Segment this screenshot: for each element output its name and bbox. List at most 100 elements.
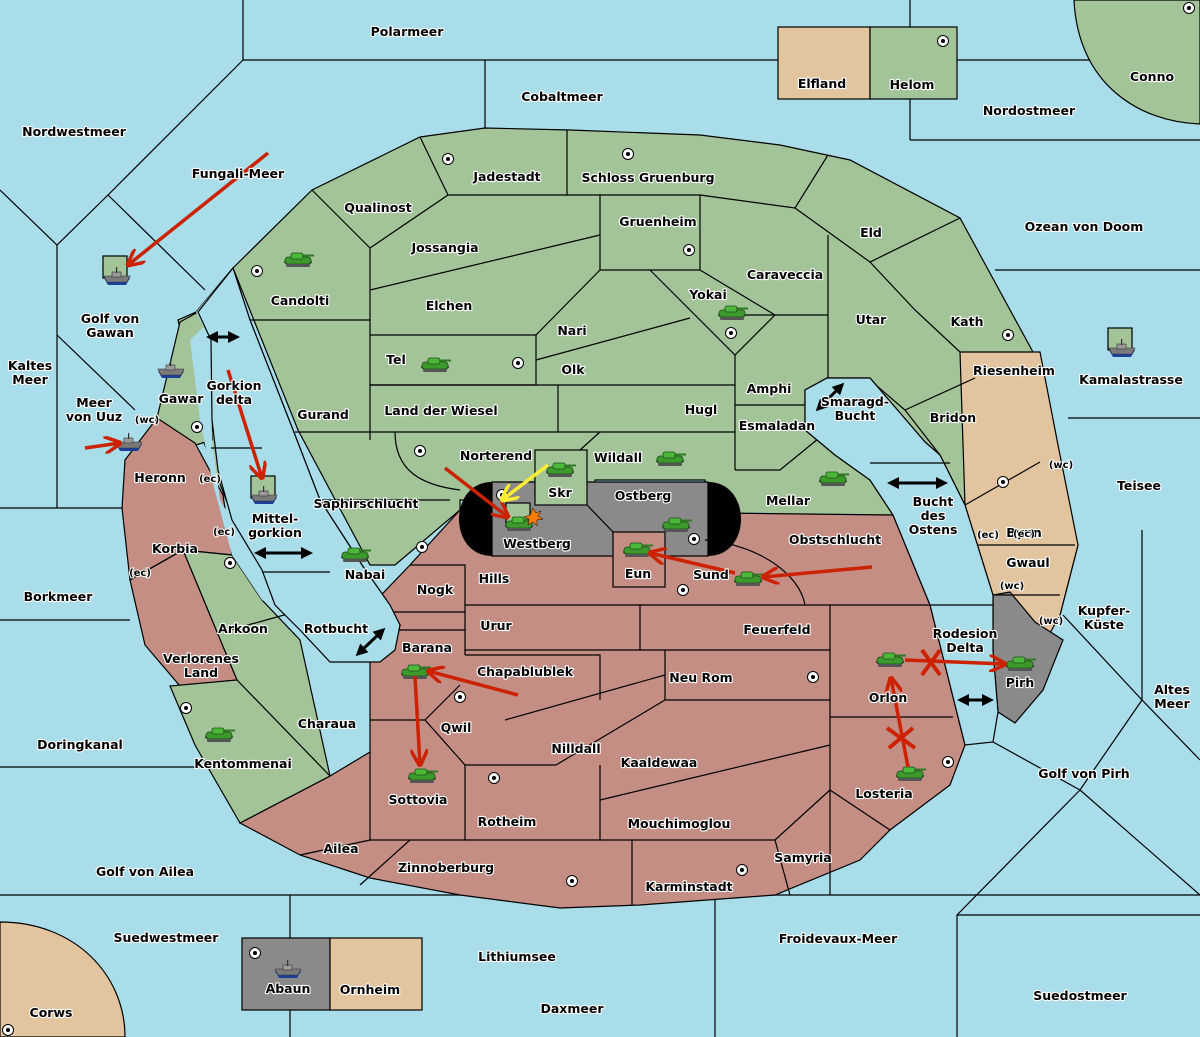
territory-label: Mellar — [766, 493, 811, 508]
territory-label: Gawar — [159, 391, 205, 406]
sea-label: Suedostmeer — [1033, 988, 1127, 1003]
territory-label: Norterend — [460, 448, 532, 463]
territory-elfland[interactable] — [777, 26, 871, 100]
sea-label: Golf von Ailea — [96, 864, 194, 879]
territory-label: Caraveccia — [747, 267, 823, 282]
sea-label: Cobaltmeer — [521, 89, 603, 104]
coast-label: (ec) — [1013, 529, 1035, 540]
supply-center-icon — [566, 875, 578, 887]
territory-label: Jadestadt — [472, 169, 540, 184]
sea-label: Polarmeer — [371, 24, 445, 39]
supply-center-icon — [1183, 2, 1195, 14]
order-arrow-move-failed — [891, 678, 910, 768]
territory-label: Westberg — [503, 536, 571, 551]
territory-ornheim[interactable] — [329, 937, 423, 1011]
territory-label: Ostberg — [615, 488, 672, 503]
supply-center-icon — [414, 445, 426, 457]
sea-gorkion-river[interactable] — [197, 266, 401, 663]
territory-label: Eun — [625, 566, 651, 581]
supply-center-icon — [249, 947, 261, 959]
territory-skr[interactable] — [534, 449, 588, 506]
supply-center-icon — [997, 476, 1009, 488]
order-arrow-support — [502, 463, 550, 500]
sea-label: Teisee — [1117, 478, 1161, 493]
sea-label: Golf von Pirh — [1038, 766, 1129, 781]
territory-label: Skr — [548, 485, 572, 500]
land-borders — [129, 130, 1075, 905]
territory-label: Urur — [480, 618, 512, 633]
sea-label: Daxmeer — [540, 1001, 604, 1016]
territory-label: Sund — [693, 567, 729, 582]
territory-corws[interactable] — [0, 921, 126, 1037]
supply-center-icon — [488, 772, 500, 784]
coast-label: (ec) — [199, 474, 221, 485]
failed-markers — [885, 648, 942, 750]
inner-sea-gorkion — [190, 268, 385, 660]
territory-label: Elfland — [798, 76, 846, 91]
territory-label: Ailea — [323, 841, 358, 856]
territory-label: Nilldall — [551, 741, 600, 756]
failed-x-icon — [885, 726, 917, 750]
order-arrow-move — [428, 671, 519, 697]
convoy-link — [815, 382, 845, 412]
sea-label: Borkmeer — [24, 589, 94, 604]
sea-label: Ozean von Doom — [1025, 219, 1144, 234]
coast-label: (wc) — [135, 415, 159, 426]
supply-center-icon — [942, 756, 954, 768]
territory-label: Jossangia — [410, 240, 478, 255]
territory-label: Heronn — [134, 470, 186, 485]
supply-center-icon — [736, 864, 748, 876]
territory-label: Zinnoberburg — [398, 860, 494, 875]
order-arrow-move — [128, 151, 270, 265]
supply-center-icon — [224, 557, 236, 569]
coast-label: (ec) — [213, 527, 235, 538]
convoy-link — [355, 627, 386, 657]
supply-center-icon — [1002, 329, 1014, 341]
territory-label: Barana — [402, 640, 452, 655]
supply-center-icon — [807, 671, 819, 683]
coast-label: (wc) — [1049, 460, 1073, 471]
failed-x-icon — [920, 648, 942, 677]
territory-label: Chapablublek — [477, 664, 574, 679]
territory-label: Gurand — [297, 407, 349, 422]
territory-conno[interactable] — [1073, 0, 1200, 125]
territory-label: Nari — [557, 323, 586, 338]
territory-label: Sottovia — [389, 792, 448, 807]
labels: PolarmeerCobaltmeerNordwestmeerFungali-M… — [7, 23, 1192, 1021]
convoy-links — [206, 331, 994, 706]
territory-label: Helom — [890, 77, 935, 92]
territory-label: Samyria — [774, 850, 832, 865]
order-arrow-move — [443, 466, 508, 517]
territory-label: Pirh — [1006, 675, 1035, 690]
supply-center-icon — [683, 244, 695, 256]
territory-label: Obstschlucht — [789, 532, 881, 547]
territory-label: Hugl — [685, 402, 718, 417]
territory-label: Feuerfeld — [743, 622, 810, 637]
sea-smaragd-bucht-ostens[interactable] — [804, 377, 999, 746]
supply-center-icon — [622, 148, 634, 160]
territory-label: Schloss Gruenburg — [581, 170, 714, 185]
territory-label: Abaun — [266, 981, 311, 996]
territory-label: Rotheim — [478, 814, 537, 829]
territory-label: Orlon — [869, 690, 908, 705]
territory-label: Bynn — [1006, 525, 1041, 540]
impassable-east — [708, 482, 741, 556]
territory-label: Yokai — [688, 287, 727, 302]
territory-label: Hills — [479, 571, 510, 586]
sea-label: Rotbucht — [304, 621, 368, 636]
supply-center-icon — [180, 702, 192, 714]
supply-center-icon — [454, 691, 466, 703]
order-arrow-move — [650, 553, 736, 575]
territory-label: Corws — [30, 1005, 73, 1020]
order-arrow-move — [763, 565, 873, 577]
sea-label: Suedwestmeer — [114, 930, 220, 945]
order-arrow-bounce — [84, 443, 120, 448]
territory-label: Utar — [856, 312, 888, 327]
territory-label: Candolti — [271, 293, 330, 308]
